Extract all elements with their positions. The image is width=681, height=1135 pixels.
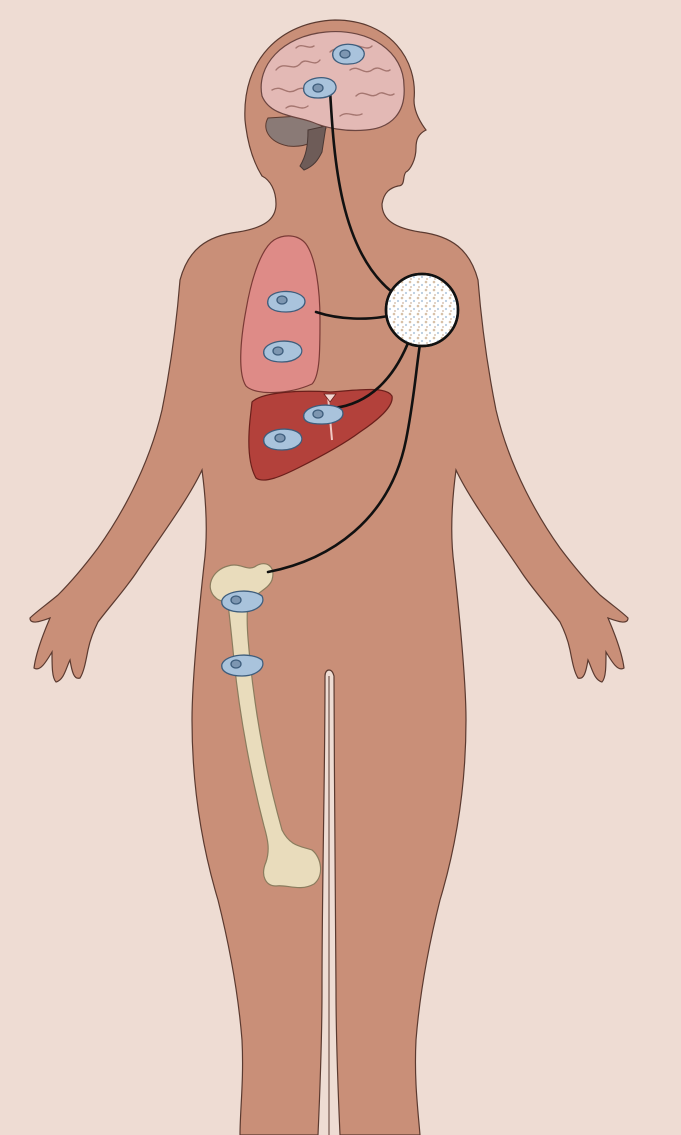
brain-cell-1: [333, 44, 365, 64]
bone-cell-1: [222, 591, 263, 612]
lung-cell-2: [264, 341, 302, 362]
bone-cell-2: [222, 655, 263, 676]
liver-cell-1: [304, 405, 343, 424]
brain-cell-2: [304, 78, 336, 98]
primary-tumor: [386, 274, 458, 346]
liver-cell-2: [264, 429, 302, 450]
lung-cell-1: [268, 291, 305, 312]
